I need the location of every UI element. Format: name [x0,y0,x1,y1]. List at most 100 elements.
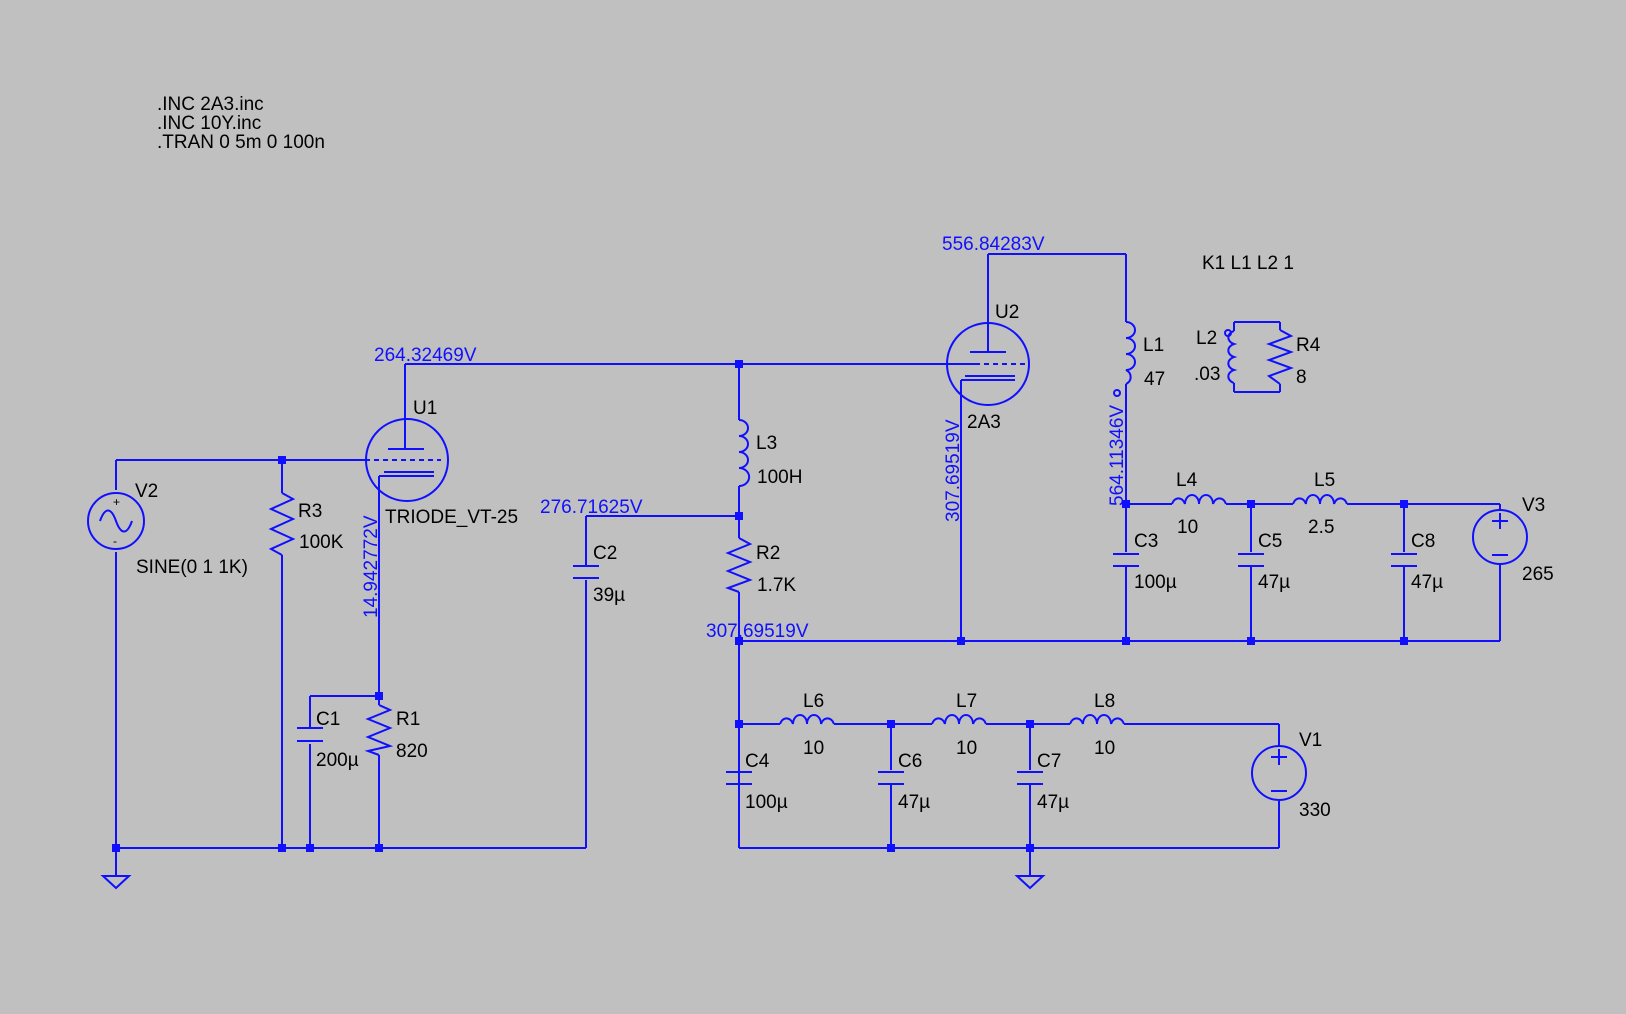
wire-u1-cathode[interactable] [309,476,380,848]
v1-value[interactable]: 330 [1299,800,1331,821]
inductor-l3-icon[interactable] [738,419,751,487]
dc-source-icon [1472,509,1528,565]
c7-value[interactable]: 47µ [1037,792,1069,813]
svg-text:-: - [113,534,117,548]
directive-coupling[interactable]: K1 L1 L2 1 [1202,253,1294,274]
l2-phase-dot-icon [1224,329,1232,337]
resistor-r4-icon[interactable] [1266,329,1294,385]
inductor-l5-icon[interactable] [1292,494,1348,505]
c6-value[interactable]: 47µ [898,792,930,813]
l8-value[interactable]: 10 [1094,738,1115,759]
resistor-r2-icon[interactable] [725,537,753,593]
resistor-r3-icon[interactable] [268,492,296,556]
voltage-c2-node[interactable]: 276.71625V [540,497,643,518]
wire-right-caps[interactable] [1125,504,1405,641]
junction-dot [278,844,286,852]
l6-value[interactable]: 10 [803,738,824,759]
plus-icon [1492,513,1508,529]
l1-value[interactable]: 47 [1144,369,1165,390]
wire-secondary-loop[interactable] [1233,321,1281,393]
wire-v2-grid[interactable] [115,459,586,849]
u2-value[interactable]: 2A3 [967,412,1001,433]
inductor-l7-icon[interactable] [931,714,987,725]
c1-value[interactable]: 200µ [316,750,359,771]
voltage-u2-plate[interactable]: 556.84283V [942,234,1045,255]
junctions [112,360,1408,852]
junction-dot [735,720,743,728]
source-v3[interactable] [1472,509,1528,565]
junction-dot [1026,844,1034,852]
triode-plate-icon [970,325,1006,353]
u1-value[interactable]: TRIODE_VT-25 [385,507,518,528]
c8-value[interactable]: 47µ [1411,572,1443,593]
r3-name: R3 [298,501,322,522]
capacitor-c3-icon[interactable] [1113,553,1139,567]
voltage-r2-bottom[interactable]: 307.69519V [706,621,809,642]
wire-lower-caps[interactable] [738,724,1031,848]
capacitor-c2-icon[interactable] [573,565,599,579]
inductor-l1-icon[interactable] [1125,321,1136,385]
inductor-l4-icon[interactable] [1171,494,1227,505]
v3-name: V3 [1522,495,1545,516]
r3-value[interactable]: 100K [299,532,344,553]
r4-name: R4 [1296,335,1321,356]
voltage-l1-bottom[interactable]: 564.11346V [1107,405,1128,506]
v3-value[interactable]: 265 [1522,564,1554,585]
capacitor-c1-icon[interactable] [297,727,323,742]
triode-plate-icon [388,435,424,450]
capacitor-c7-icon[interactable] [1017,771,1043,785]
ground-symbol-left[interactable] [100,875,132,890]
directive-include-2a3[interactable]: .INC 2A3.inc [157,94,264,115]
wire-c2[interactable] [585,515,739,848]
directive-include-10y[interactable]: .INC 10Y.inc [157,113,261,134]
u1-name: U1 [413,398,437,419]
c2-value[interactable]: 39µ [593,585,625,606]
l3-name: L3 [756,433,777,454]
junction-dot [1122,637,1130,645]
plus-icon [1271,749,1287,765]
inductor-l6-icon[interactable] [779,714,835,725]
junction-dot [375,692,383,700]
capacitor-c8-icon[interactable] [1391,553,1417,567]
v2-value[interactable]: SINE(0 1 1K) [136,557,248,578]
sine-wave-icon [99,509,133,533]
voltage-u1-cathode[interactable]: 14.942772V [361,515,382,618]
directive-transient[interactable]: .TRAN 0 5m 0 100n [157,132,325,153]
triode-u1[interactable] [365,418,449,502]
capacitor-c4-icon[interactable] [726,771,752,785]
c4-value[interactable]: 100µ [745,792,788,813]
wire-u2-plate[interactable] [987,253,1127,504]
l3-value[interactable]: 100H [757,467,802,488]
capacitor-c5-icon[interactable] [1238,553,1264,567]
junction-dot [112,844,120,852]
source-v1[interactable] [1251,745,1307,801]
r2-value[interactable]: 1.7K [757,575,796,596]
triode-cathode-icon [960,375,1015,392]
resistor-r1-icon[interactable] [364,704,394,756]
l2-value[interactable]: .03 [1194,364,1220,385]
r4-value[interactable]: 8 [1296,367,1307,388]
l5-value[interactable]: 2.5 [1308,517,1334,538]
triode-u2[interactable] [946,322,1030,406]
r1-value[interactable]: 820 [396,741,428,762]
l4-value[interactable]: 10 [1177,517,1198,538]
ground-symbol-right[interactable] [1014,875,1046,890]
voltage-u1-plate[interactable]: 264.32469V [374,345,477,366]
c5-value[interactable]: 47µ [1258,572,1290,593]
inductor-l8-icon[interactable] [1069,714,1125,725]
inductor-l2-icon[interactable] [1227,330,1238,384]
wire-right-filter[interactable] [1126,503,1501,641]
junction-dot [375,844,383,852]
voltage-u2-cathode[interactable]: 307.69519V [943,419,964,522]
c3-value[interactable]: 100µ [1134,572,1177,593]
wire-u1-plate[interactable] [404,363,975,435]
capacitor-c6-icon[interactable] [878,771,904,785]
source-v2[interactable]: + - [87,492,145,550]
junction-dot [1247,500,1255,508]
l7-value[interactable]: 10 [956,738,977,759]
junction-dot [887,720,895,728]
c5-name: C5 [1258,531,1282,552]
triode-envelope-icon [946,322,1030,406]
wire-mid-rail[interactable] [739,392,1500,642]
